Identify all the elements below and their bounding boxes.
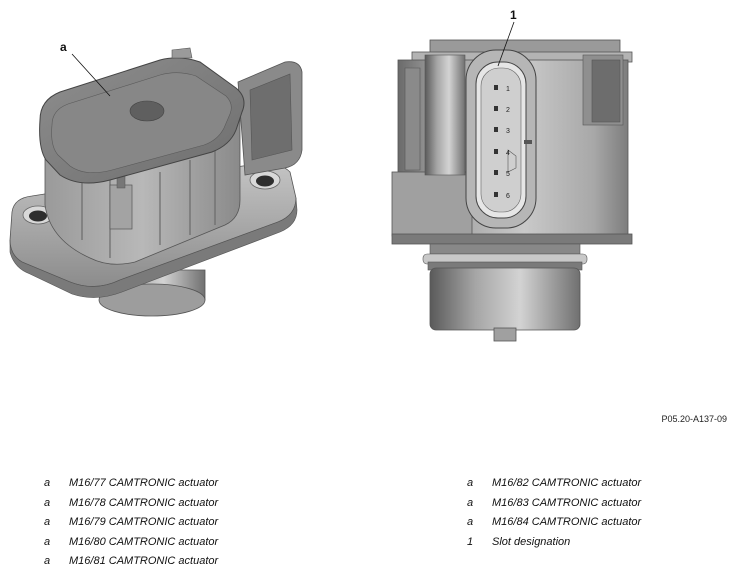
callout-1: 1 — [510, 8, 517, 22]
pin-number-4: 4 — [506, 150, 510, 157]
legend-text: M16/81 CAMTRONIC actuator — [69, 555, 219, 567]
actuator-illustration: a — [9, 8, 633, 342]
pin-slots — [494, 85, 498, 197]
legend-key: a — [44, 516, 51, 528]
callout-a: a — [60, 40, 67, 54]
legend-item: a M16/82 CAMTRONIC actuator — [467, 474, 641, 494]
actuator-front-view: 1 2 3 4 5 6 1 — [391, 8, 633, 342]
pin-number-1: 1 — [506, 86, 510, 93]
actuator-perspective-view: a — [9, 40, 303, 317]
legend-key: a — [44, 555, 51, 567]
legend-item: a M16/83 CAMTRONIC actuator — [467, 494, 641, 514]
legend-key: a — [467, 516, 474, 528]
legend-text: M16/82 CAMTRONIC actuator — [492, 477, 642, 489]
legend-left-column: a M16/77 CAMTRONIC actuator a M16/78 CAM… — [44, 474, 218, 572]
legend-text: M16/80 CAMTRONIC actuator — [69, 535, 219, 548]
legend-key: a — [467, 496, 474, 509]
legend-right-column: a M16/82 CAMTRONIC actuator a M16/83 CAM… — [467, 474, 641, 552]
legend-item: 1 Slot designation — [467, 533, 641, 553]
legend-key: a — [467, 477, 474, 489]
legend-key: a — [44, 535, 51, 548]
legend-text: M16/79 CAMTRONIC actuator — [69, 516, 219, 528]
legend-key: a — [44, 477, 51, 489]
pin-number-5: 5 — [506, 171, 510, 178]
pin-number-6: 6 — [506, 193, 510, 200]
legend-item: a M16/80 CAMTRONIC actuator — [44, 533, 218, 553]
legend-text: M16/83 CAMTRONIC actuator — [492, 496, 642, 509]
legend-item: a M16/84 CAMTRONIC actuator — [467, 513, 641, 533]
legend-item: a M16/77 CAMTRONIC actuator — [44, 474, 218, 494]
legend-item: a M16/78 CAMTRONIC actuator — [44, 494, 218, 514]
legend-item: a M16/79 CAMTRONIC actuator — [44, 513, 218, 533]
legend-text: M16/84 CAMTRONIC actuator — [492, 516, 642, 528]
legend-text: M16/78 CAMTRONIC actuator — [69, 496, 219, 509]
pin-number-3: 3 — [506, 128, 510, 135]
actuator-drawing: a — [9, 8, 633, 342]
legend-key: a — [44, 496, 51, 509]
legend-item: a M16/81 CAMTRONIC actuator — [44, 552, 218, 572]
legend-key: 1 — [467, 535, 474, 548]
figure-code: P05.20-A137-09 — [661, 414, 727, 424]
pin-number-2: 2 — [506, 107, 510, 114]
legend-text: Slot designation — [492, 535, 571, 548]
legend-text: M16/77 CAMTRONIC actuator — [69, 477, 219, 489]
